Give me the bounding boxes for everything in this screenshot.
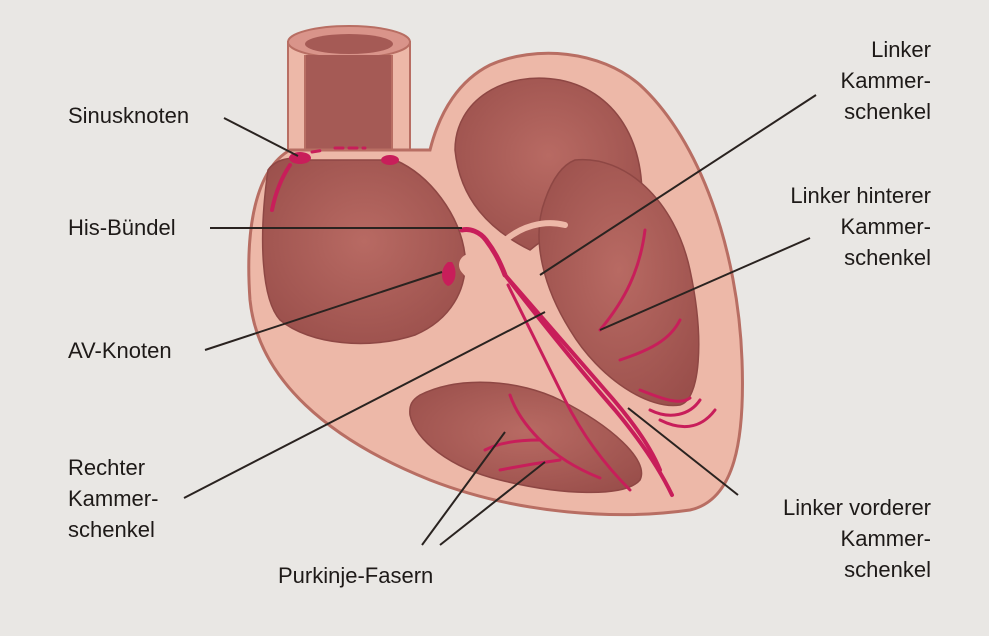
label-av-knoten: AV-Knoten [68,335,172,366]
label-purkinje-fasern: Purkinje-Fasern [278,560,433,591]
leader-sinusknoten [224,118,298,156]
label-linker-kammerschenkel: Linker Kammer- schenkel [841,34,931,127]
label-linker-hinterer-kammerschenkel: Linker hinterer Kammer- schenkel [790,180,931,273]
aorta [288,26,410,165]
label-linker-vorderer-kammerschenkel: Linker vorderer Kammer- schenkel [783,492,931,585]
label-sinusknoten: Sinusknoten [68,100,189,131]
label-rechter-kammerschenkel: Rechter Kammer- schenkel [68,452,158,545]
label-his-buendel: His-Bündel [68,212,176,243]
